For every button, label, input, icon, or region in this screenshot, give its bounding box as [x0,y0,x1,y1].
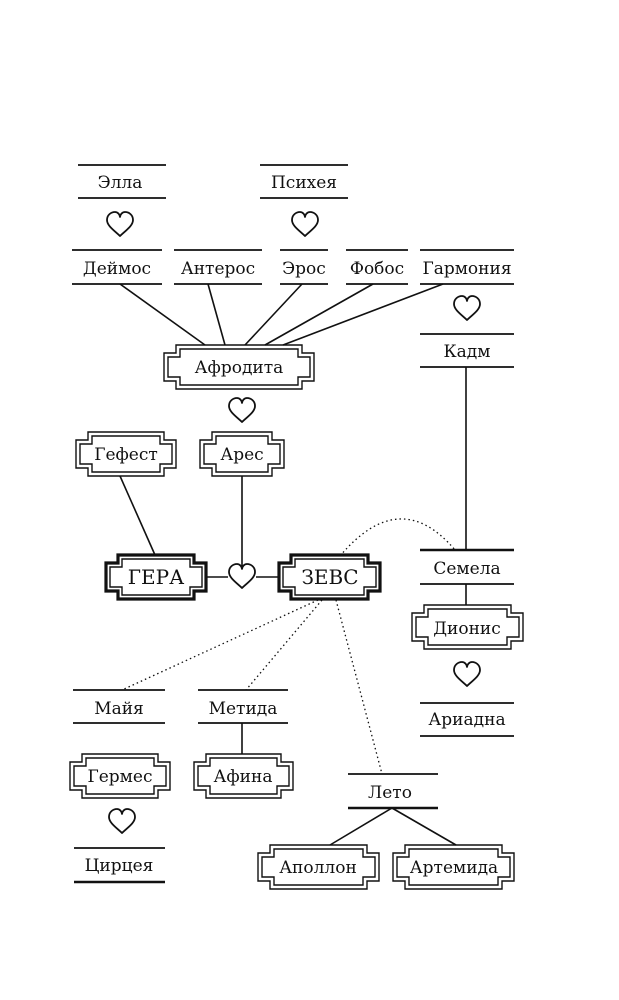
node-deimos: Деймос [72,249,162,285]
name-label: Аполлон [279,858,357,878]
node-harmonia: Гармония [420,249,514,285]
name-label: Деймос [83,259,151,279]
name-label: Цирцея [85,856,154,876]
ornate-frame [261,848,376,886]
ornate-frame [79,435,173,473]
node-hermes: Гермес [69,753,171,799]
dotted-zeus-maia [121,599,319,691]
name-label: Фобос [350,259,404,279]
link-leto-artemis [391,807,457,846]
heart-icon [228,563,256,589]
name-label: Элла [98,173,143,193]
node-dionysus: Дионис [411,604,524,650]
framed-boxes: Афродита Гефест Арес ГЕРА ЗЕВС Дионис [69,344,524,890]
node-leto: Лето [348,773,438,810]
heart-icon [108,808,136,834]
heart-icon [291,211,319,237]
name-label: Арес [220,445,263,465]
link-phobos-aphrodite [264,283,374,346]
name-label: Афина [214,767,273,787]
node-hera: ГЕРА [104,553,208,601]
ornate-frame [415,608,520,646]
ornate-frame [109,558,203,596]
node-anteros: Антерос [174,249,262,285]
ornate-frame [199,431,285,477]
ornate-frame [73,757,167,795]
node-cadmus: Кадм [420,333,514,368]
name-label: Майя [94,699,144,719]
link-eros-aphrodite [244,283,303,346]
ornate-frame [104,553,208,601]
name-label: Эрос [282,259,326,279]
name-label: Семела [433,559,500,579]
name-label: Дионис [433,619,501,639]
heart-icon [106,211,134,237]
ornate-frame [277,553,382,601]
hearts [106,211,481,834]
link-anteros-aphrodite [207,283,226,346]
node-ariadne: Ариадна [420,702,514,737]
node-aphrodite: Афродита [163,344,315,390]
name-label: Ариадна [428,710,505,730]
ornate-frame [167,348,311,386]
heart-icon [453,661,481,687]
link-leto-apollo [329,807,393,846]
ornate-frame [203,435,281,473]
ornate-frame [197,757,290,795]
node-hephaestus: Гефест [75,431,177,477]
name-label: Метида [209,699,278,719]
name-label: Психея [271,173,337,193]
node-ares: Арес [199,431,285,477]
node-apollo: Аполлон [257,844,380,890]
name-label: Гермес [87,767,152,787]
ornate-frame [193,753,294,799]
name-label: ЗЕВС [301,565,358,589]
node-phobos: Фобос [346,249,408,285]
name-label: Лето [368,783,412,803]
heart-icon [228,397,256,423]
node-zeus: ЗЕВС [277,553,382,601]
name-label: ГЕРА [128,565,184,589]
name-plates: Элла Психея Деймос Антерос Эрос Фобос [72,164,514,884]
link-deimos-aphrodite [119,283,206,346]
ornate-frame [257,844,380,890]
ornate-frame [282,558,377,596]
node-circe: Цирцея [74,847,165,884]
ornate-frame [396,848,511,886]
heart-icon [453,295,481,321]
node-artemis: Артемида [392,844,515,890]
node-maia: Майя [73,689,165,724]
name-label: Гефест [94,445,158,465]
dotted-zeus-leto [335,599,383,775]
name-label: Антерос [181,259,255,279]
ornate-frame [411,604,524,650]
ornate-frame [69,753,171,799]
name-label: Артемида [410,858,498,878]
ornate-frame [75,431,177,477]
name-label: Афродита [195,358,284,378]
node-eros: Эрос [280,249,328,285]
name-label: Гармония [422,259,511,279]
node-psyche: Психея [260,164,348,199]
link-hephaestus-hera [119,475,156,556]
name-label: Кадм [444,342,491,362]
connectors [119,283,467,846]
dotted-zeus-metis [245,599,323,691]
link-harmonia-aphrodite [282,283,444,346]
node-athena: Афина [193,753,294,799]
ornate-frame [163,344,315,390]
node-metis: Метида [198,689,288,724]
node-semele: Семела [420,548,514,585]
node-ella: Элла [78,164,166,199]
ornate-frame [392,844,515,890]
